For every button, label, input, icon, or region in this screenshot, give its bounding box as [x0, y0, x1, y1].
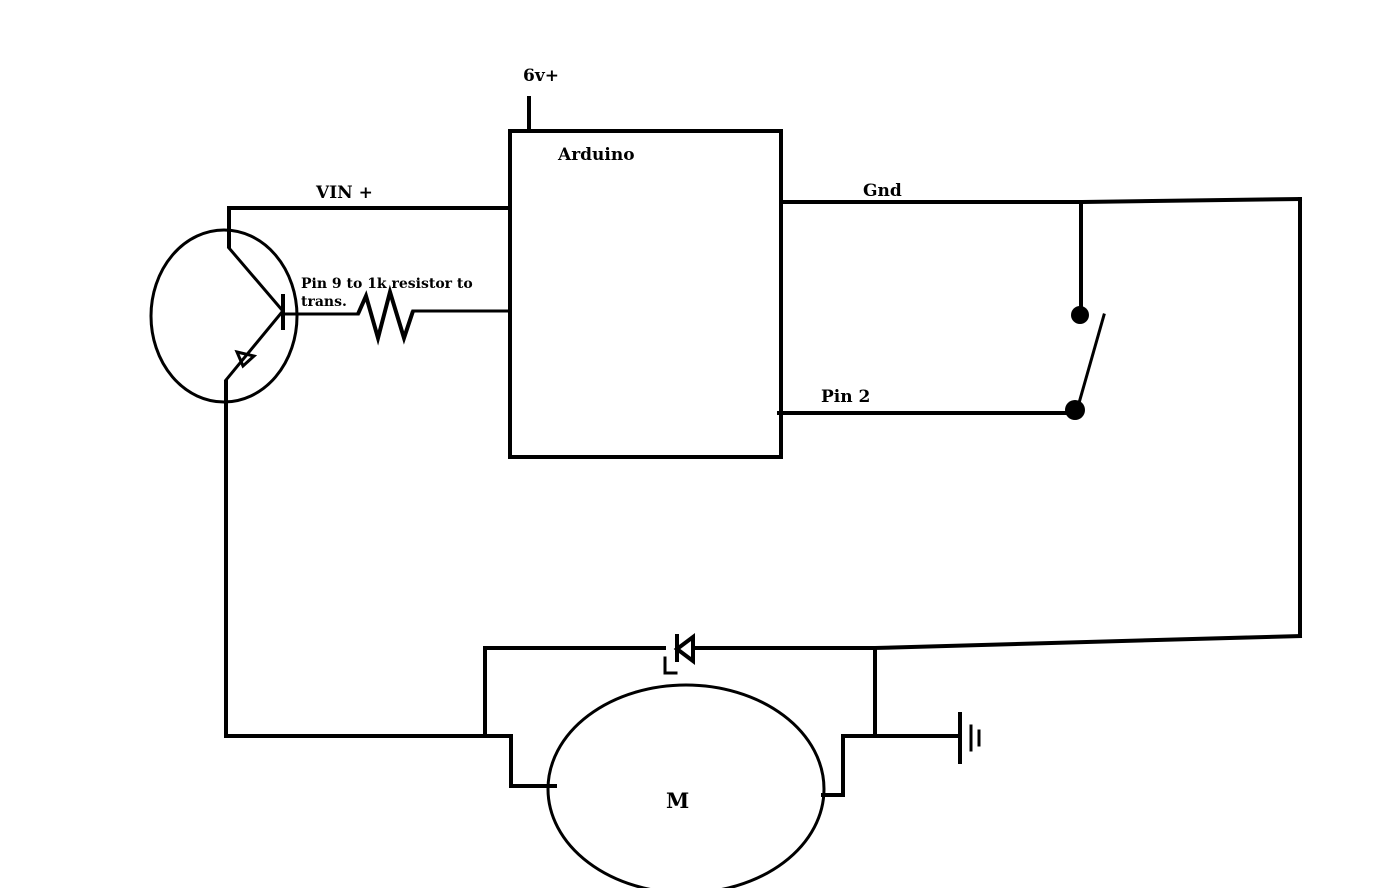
pin9-label-line2: trans.: [301, 294, 347, 310]
flyback-diode-wire: [483, 633, 1303, 738]
diode-triangle: [673, 633, 695, 665]
ground-icon: [958, 712, 981, 764]
switch: [1065, 306, 1106, 420]
transistor: [149, 228, 299, 404]
arduino-label: Arduino: [557, 145, 635, 165]
pin9-resistor-wire: [282, 284, 512, 346]
pin2-label: Pin 2: [821, 387, 870, 407]
switch-top-contact: [1071, 306, 1089, 324]
diode-tail: [663, 656, 678, 675]
resistor-1k: [356, 284, 415, 346]
vin-wire: [227, 206, 512, 248]
gnd-label: Gnd: [863, 181, 902, 201]
supply-6v-label: 6v+: [523, 66, 559, 86]
transistor-emitter-arrow: [234, 349, 258, 369]
transistor-body: [149, 228, 299, 404]
diode: [663, 633, 695, 675]
transistor-emitter: [223, 309, 285, 383]
switch-lever: [1077, 313, 1106, 405]
motor-to-ground-wire: [821, 734, 960, 797]
motor-label: M: [666, 788, 689, 813]
motor: [546, 683, 826, 888]
gnd-wire: [779, 196, 1303, 638]
switch-bottom-contact: [1065, 400, 1085, 420]
emitter-to-motor-wire: [224, 380, 557, 788]
transistor-collector: [226, 245, 285, 313]
vin-label: VIN +: [315, 183, 373, 203]
pin9-label-line1: Pin 9 to 1k resistor to: [301, 276, 473, 292]
arduino-board: [508, 129, 783, 459]
